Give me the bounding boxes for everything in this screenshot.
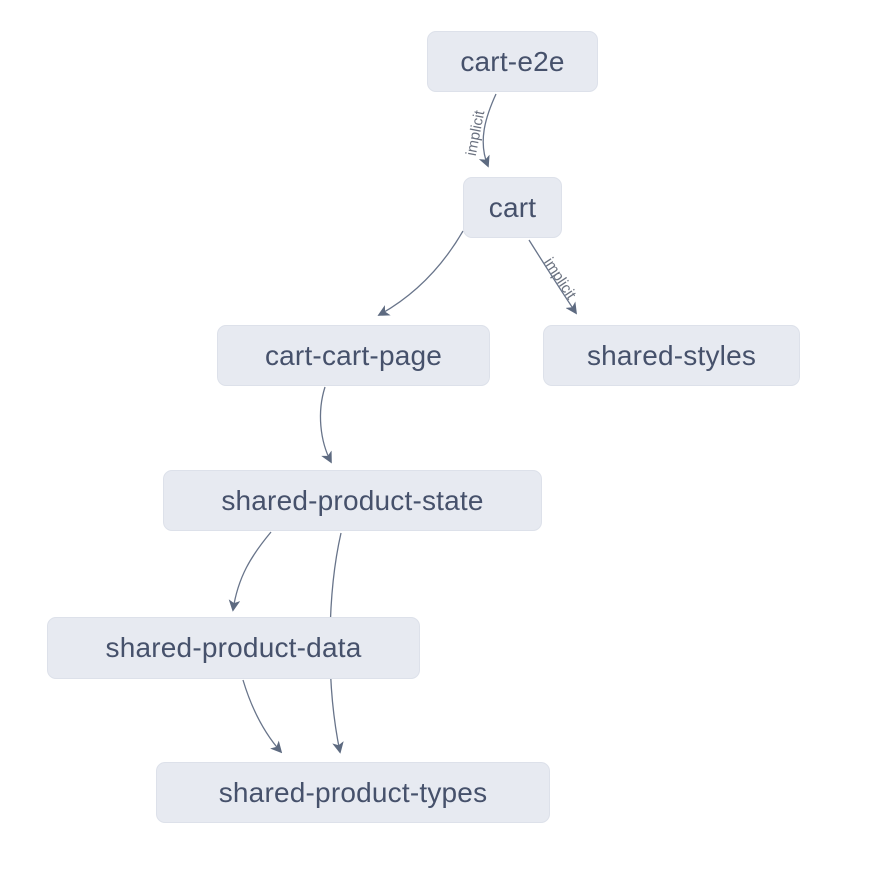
node-label: cart-cart-page [264, 339, 443, 371]
edge-shared-product-data-to-shared-product-types [242, 679, 283, 754]
edge-cart-to-cart-cart-page [377, 230, 464, 316]
edge-shared-product-state-to-shared-product-data [228, 531, 272, 612]
node-cart-cart-page[interactable]: cart-cart-page [217, 325, 490, 386]
node-shared-styles[interactable]: shared-styles [543, 325, 800, 386]
node-label: cart-e2e [460, 45, 565, 77]
node-label: cart [488, 191, 537, 223]
node-label: shared-styles [586, 339, 757, 371]
node-shared-product-data[interactable]: shared-product-data [47, 617, 420, 679]
node-shared-product-state[interactable]: shared-product-state [163, 470, 542, 531]
edge-cart-to-shared-styles [528, 239, 577, 315]
edge-cart-cart-page-to-shared-product-state [319, 386, 332, 464]
node-cart-e2e[interactable]: cart-e2e [427, 31, 598, 92]
node-label: shared-product-types [218, 776, 488, 808]
node-label: shared-product-state [221, 484, 484, 516]
edge-cart-e2e-to-cart [478, 93, 497, 168]
edge-label-implicit: implicit [540, 255, 580, 303]
node-cart[interactable]: cart [463, 177, 562, 238]
edge-label-implicit: implicit [463, 108, 489, 157]
node-shared-product-types[interactable]: shared-product-types [156, 762, 550, 823]
node-label: shared-product-data [105, 632, 362, 663]
